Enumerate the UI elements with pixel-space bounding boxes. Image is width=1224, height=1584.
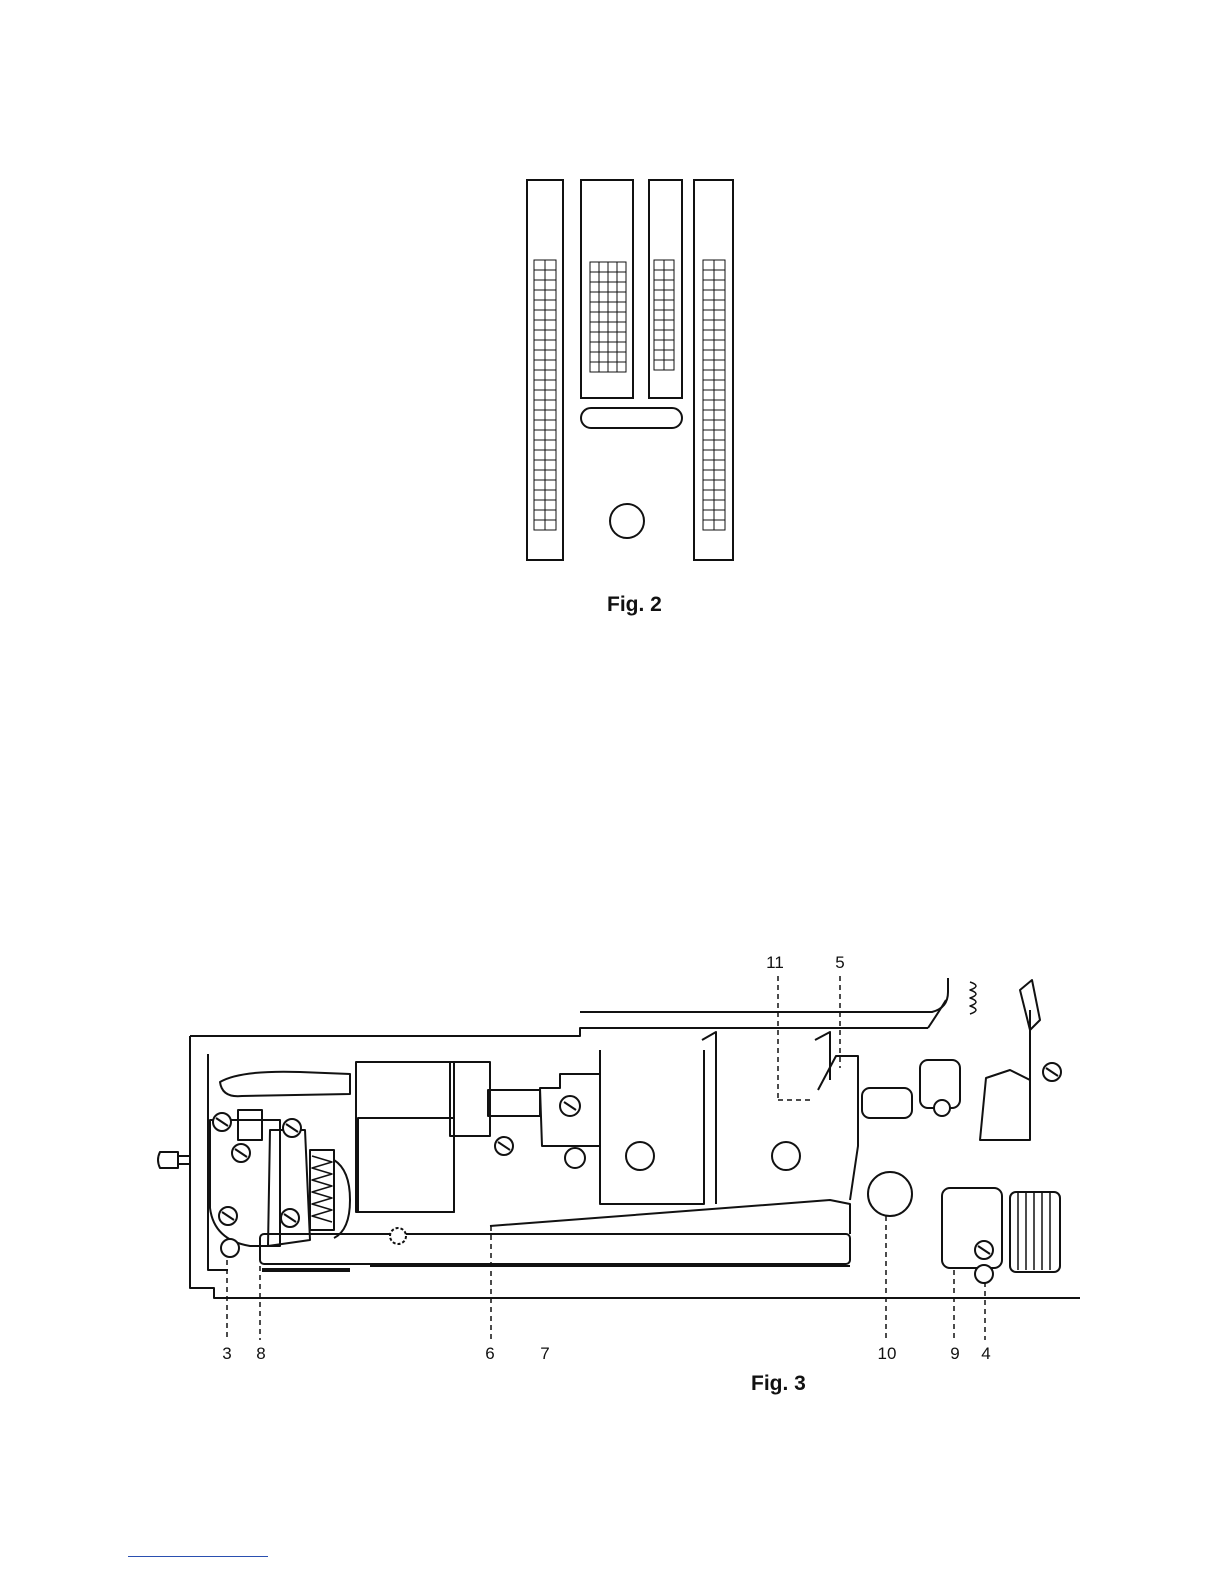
footer-rule <box>128 1556 268 1557</box>
callout-5: 5 <box>825 953 855 973</box>
callout-7: 7 <box>530 1344 560 1364</box>
fig2-caption: Fig. 2 <box>607 593 662 617</box>
fig2-feed-plate-diagram <box>520 172 740 567</box>
callout-4: 4 <box>971 1344 1001 1364</box>
left-teeth-grid <box>534 260 556 530</box>
needle-hole <box>610 504 644 538</box>
fig3-mechanism-diagram <box>150 970 1080 1340</box>
center-right-teeth-grid <box>654 260 674 370</box>
callout-11: 11 <box>760 953 790 973</box>
center-left-feed-bar <box>581 180 633 398</box>
center-left-teeth-grid <box>590 262 626 372</box>
callout-10: 10 <box>872 1344 902 1364</box>
callout-6: 6 <box>475 1344 505 1364</box>
callout-3: 3 <box>212 1344 242 1364</box>
right-teeth-grid <box>703 260 725 530</box>
needle-slot <box>581 408 682 428</box>
callout-9: 9 <box>940 1344 970 1364</box>
callout-8: 8 <box>246 1344 276 1364</box>
fig3-caption: Fig. 3 <box>751 1372 806 1396</box>
